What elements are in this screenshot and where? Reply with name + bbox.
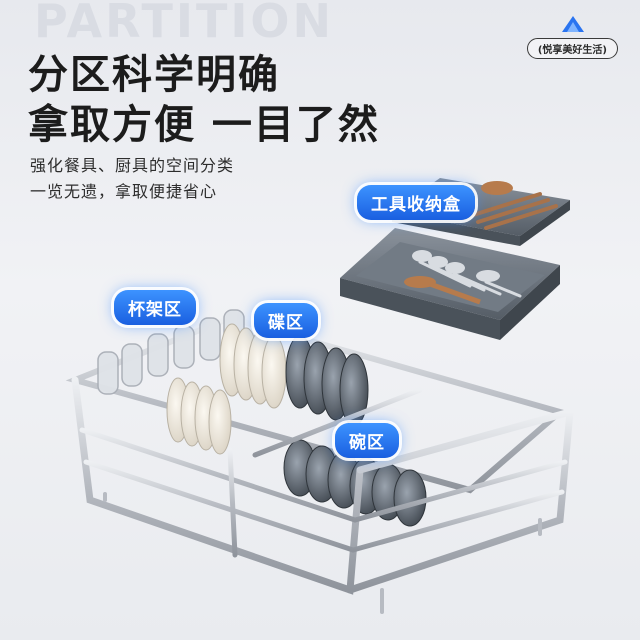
dish-rack (65, 309, 574, 614)
label-dish-zone: 碟区 (254, 303, 318, 338)
dark-plate-stack (285, 335, 369, 427)
bowl-row (283, 439, 427, 527)
brand-logo-icon (562, 16, 584, 32)
headline-line-1: 分区科学明确 (28, 52, 280, 98)
background-watermark-word: PARTITION (34, 0, 335, 48)
subtitle-line-1: 强化餐具、厨具的空间分类 (30, 156, 235, 175)
headline-line-2: 拿取方便 一目了然 (28, 102, 380, 148)
brand-badge: (悦享美好生活) (526, 38, 618, 59)
label-tool-box: 工具收纳盒 (357, 185, 475, 220)
subtitle-line-2: 一览无遗，拿取便捷省心 (30, 182, 218, 201)
label-cup-rack: 杯架区 (114, 290, 196, 325)
plate-stack (166, 323, 287, 455)
label-bowl-zone: 碗区 (335, 423, 399, 458)
lower-utensil-tray (340, 228, 560, 340)
